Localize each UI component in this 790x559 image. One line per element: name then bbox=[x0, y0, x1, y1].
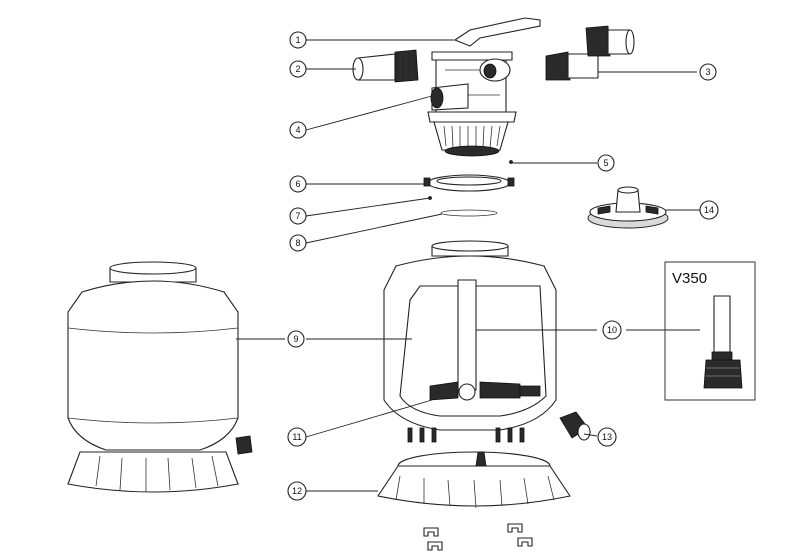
drain-valve bbox=[559, 411, 591, 441]
callout-number: 5 bbox=[603, 158, 608, 168]
callout-number: 6 bbox=[295, 179, 300, 189]
callout-10: 10 bbox=[602, 320, 622, 340]
model-inset: V350 bbox=[664, 261, 756, 401]
union-connector-right bbox=[545, 25, 635, 81]
callout-number: 3 bbox=[705, 67, 710, 77]
callout-number: 1 bbox=[295, 35, 300, 45]
filter-tank-cutaway bbox=[383, 240, 557, 443]
callout-6: 6 bbox=[289, 175, 307, 193]
tank-base bbox=[377, 451, 571, 509]
callout-8: 8 bbox=[289, 234, 307, 252]
callout-number: 12 bbox=[292, 486, 302, 496]
callout-number: 7 bbox=[295, 211, 300, 221]
multiport-valve bbox=[427, 17, 541, 157]
callout-number: 9 bbox=[293, 334, 298, 344]
callout-number: 8 bbox=[295, 238, 300, 248]
callout-3: 3 bbox=[699, 63, 717, 81]
callout-9: 9 bbox=[287, 330, 305, 348]
callout-number: 2 bbox=[295, 64, 300, 74]
callout-2: 2 bbox=[289, 60, 307, 78]
small-part-5 bbox=[509, 160, 513, 164]
callout-1: 1 bbox=[289, 31, 307, 49]
callout-12: 12 bbox=[287, 481, 307, 501]
callout-11: 11 bbox=[287, 427, 307, 447]
callout-4: 4 bbox=[289, 121, 307, 139]
callout-number: 13 bbox=[602, 432, 612, 442]
callout-number: 11 bbox=[292, 432, 301, 442]
model-label: V350 bbox=[672, 270, 707, 287]
leader-lines bbox=[236, 39, 700, 492]
callout-14: 14 bbox=[699, 200, 719, 220]
callout-5: 5 bbox=[597, 154, 615, 172]
o-ring bbox=[428, 196, 498, 217]
base-clips bbox=[423, 523, 533, 551]
callout-number: 14 bbox=[704, 205, 714, 215]
union-connector-left bbox=[352, 49, 419, 83]
callout-number: 4 bbox=[295, 125, 300, 135]
diffuser bbox=[587, 186, 669, 229]
filter-tank bbox=[67, 261, 253, 493]
callout-13: 13 bbox=[597, 427, 617, 447]
clamp-ring bbox=[423, 174, 515, 192]
callout-number: 10 bbox=[607, 325, 617, 335]
callout-7: 7 bbox=[289, 207, 307, 225]
